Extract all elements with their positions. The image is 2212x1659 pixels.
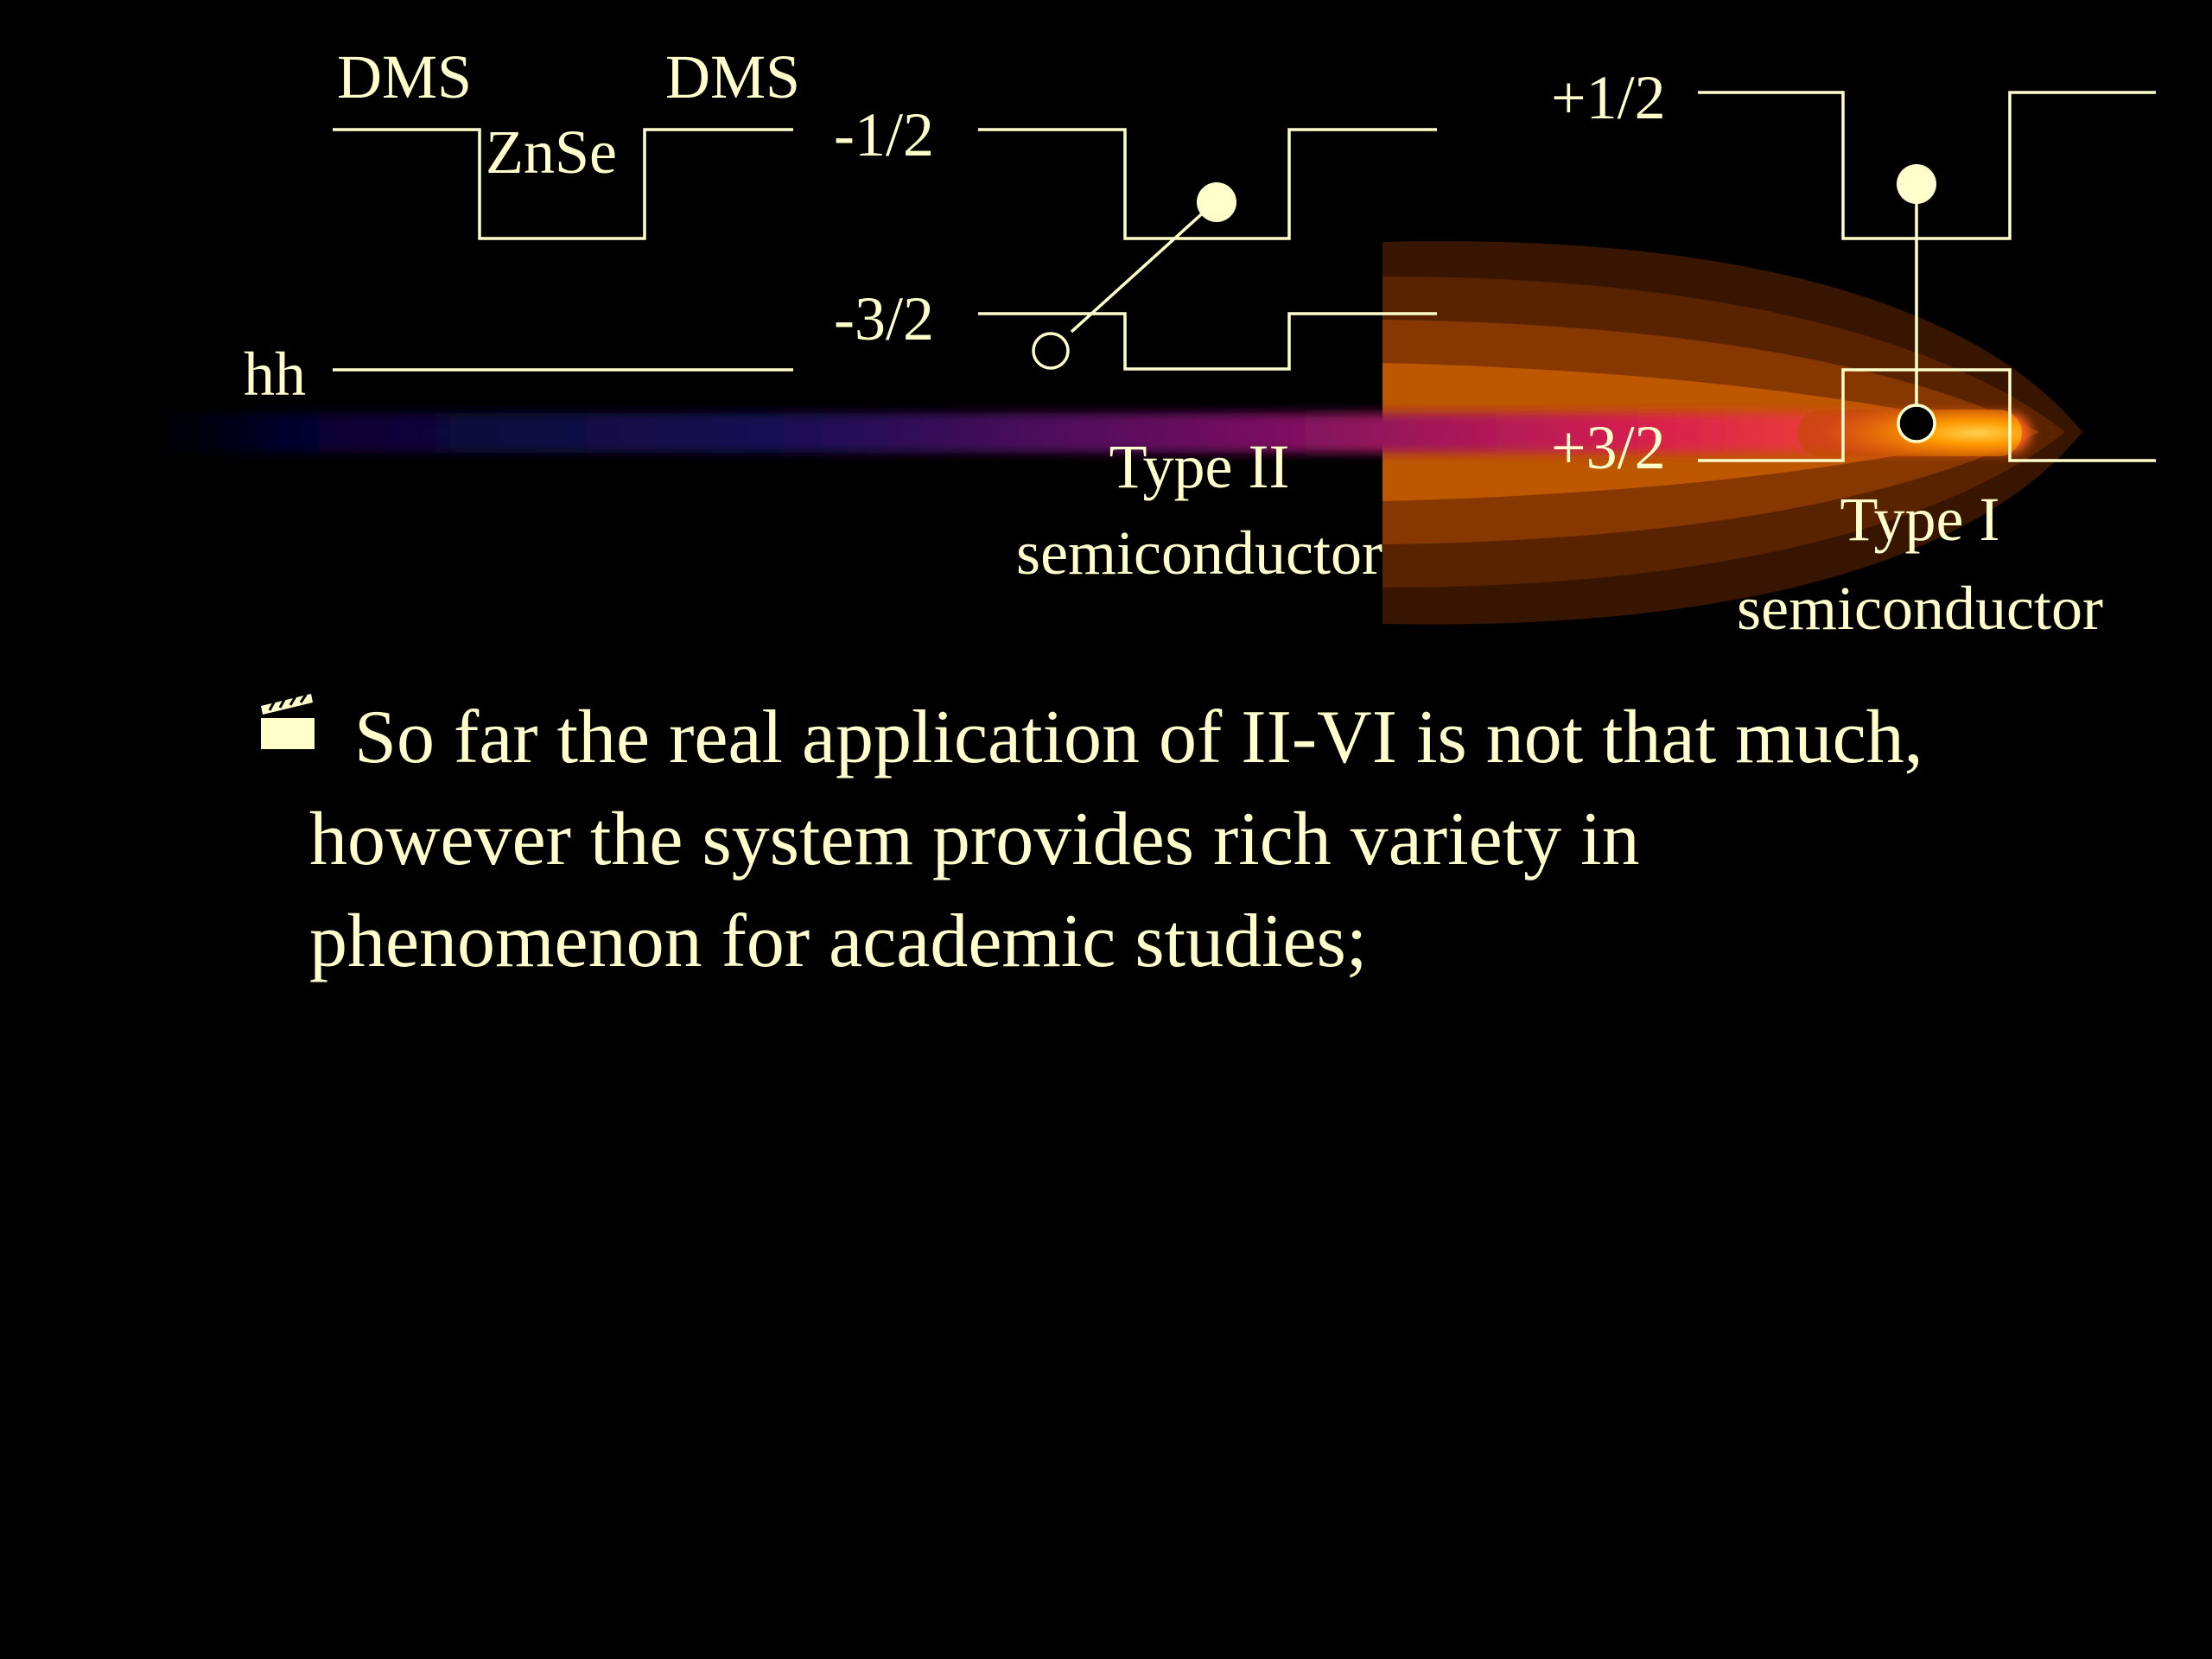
type-i-lower-band xyxy=(1698,368,2156,462)
type-ii-caption-2: semiconductor xyxy=(1016,518,1382,588)
type-ii-upper-band xyxy=(978,128,1437,240)
clapperboard-icon xyxy=(261,694,315,749)
type-ii-electron xyxy=(1197,182,1236,222)
type-ii-transition-line xyxy=(1070,199,1218,334)
type-i-caption-2: semiconductor xyxy=(1737,574,2103,643)
type-ii-upper-label: -1/2 xyxy=(834,100,934,169)
type-ii-lower-band xyxy=(978,312,1437,371)
bullet-paragraph: So far the real application of II-VI is … xyxy=(259,687,2160,993)
type-ii-lower-label: -3/2 xyxy=(834,284,934,353)
type-ii-hole xyxy=(1032,332,1070,370)
bullet-line-1: So far the real application of II-VI is … xyxy=(354,696,1923,779)
type-i-hole xyxy=(1897,404,1936,443)
type-i-caption-1: Type I xyxy=(1840,485,2000,554)
conduction-well-line xyxy=(333,128,793,240)
type-i-diagram: +1/2 +3/2 Type I semiconductor xyxy=(1551,63,2156,643)
bullet-line-3: phenomenon for academic studies; xyxy=(309,899,1368,983)
type-ii-diagram: -1/2 -3/2 Type II semiconductor xyxy=(834,100,1437,588)
band-diagram: DMS DMS ZnSe hh -1/2 -3/2 Type II semico… xyxy=(130,42,2156,643)
bullet-line-2: however the system provides rich variety… xyxy=(309,798,1640,881)
type-i-lower-label: +3/2 xyxy=(1551,413,1666,482)
light-streak xyxy=(130,410,2031,456)
type-i-upper-label: +1/2 xyxy=(1551,63,1666,132)
type-ii-caption-1: Type II xyxy=(1109,432,1290,501)
zincblende-diagram: DMS DMS ZnSe hh xyxy=(244,42,800,409)
type-i-upper-band xyxy=(1698,91,2156,240)
znse-label: ZnSe xyxy=(486,118,617,187)
dms-right-label: DMS xyxy=(665,42,800,111)
dms-left-label: DMS xyxy=(337,42,472,111)
type-i-electron xyxy=(1897,164,1936,204)
hh-label: hh xyxy=(244,340,306,409)
